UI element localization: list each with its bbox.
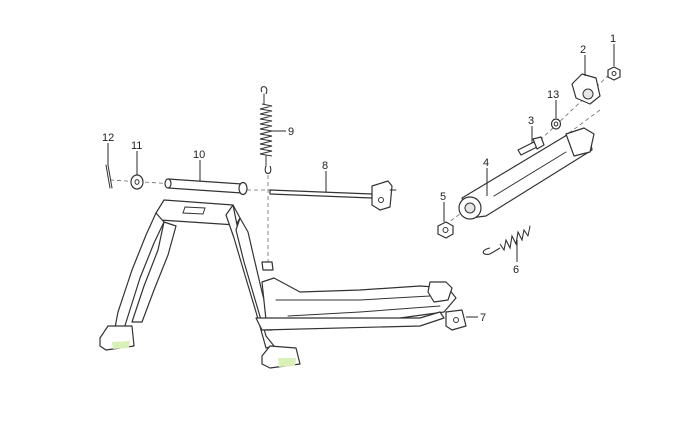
callout-5: 5	[440, 191, 446, 203]
part-9-return-spring	[259, 86, 273, 175]
callout-4: 4	[483, 157, 489, 169]
callout-11: 11	[131, 140, 142, 152]
part-10-pivot-shaft	[164, 178, 248, 196]
part-11-washer	[130, 174, 144, 190]
part-4-side-stand	[458, 127, 595, 220]
callout-7: 7	[480, 312, 486, 324]
part-3-pivot-bolt	[517, 136, 545, 156]
part-1-nut	[607, 66, 621, 81]
callout-10: 10	[193, 149, 205, 161]
callout-3: 3	[528, 115, 534, 127]
part-6-side-stand-spring	[482, 225, 531, 255]
callout-1: 1	[610, 33, 616, 45]
part-5-nut	[437, 221, 454, 239]
part-12-cotter-pin	[105, 164, 113, 189]
callout-2: 2	[580, 44, 586, 56]
callout-8: 8	[322, 160, 328, 172]
callout-6: 6	[513, 264, 519, 276]
callout-13: 13	[547, 89, 559, 101]
part-8-axle-bolt	[269, 180, 397, 211]
callout-labels: 1 2 3 4 5 6 7 8 9 10 11 12 13	[102, 33, 616, 324]
part-2-switch-bracket	[571, 73, 601, 105]
part-13-washer	[550, 118, 562, 130]
callout-12: 12	[102, 132, 114, 144]
main-center-stand	[99, 199, 457, 369]
part-7-clip-nut	[445, 309, 467, 331]
leader-lines	[107, 44, 615, 318]
callout-9: 9	[288, 126, 294, 138]
